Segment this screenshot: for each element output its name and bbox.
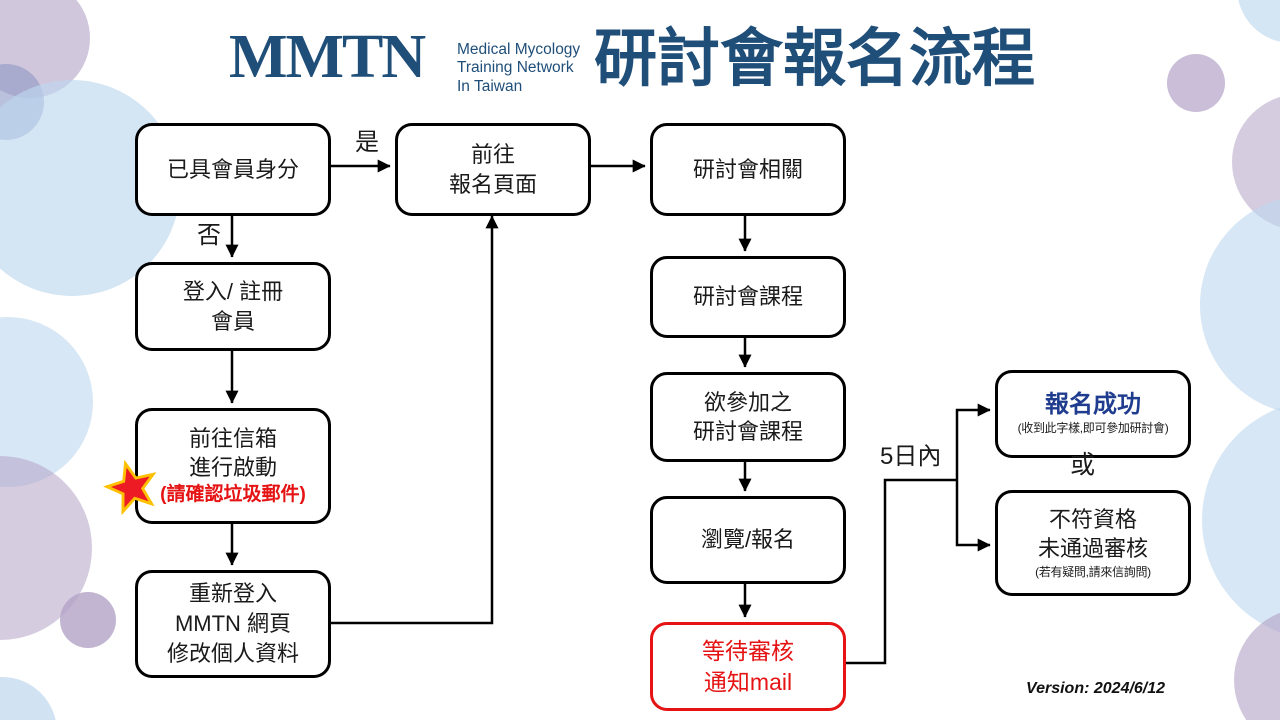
node-target-course: 欲參加之 研討會課程 — [650, 372, 846, 462]
edge-label-yes: 是 — [355, 129, 379, 156]
node-relogin-edit-profile: 重新登入 MMTN 網頁 修改個人資料 — [135, 570, 331, 678]
node-label: 前往信箱 — [188, 426, 277, 452]
mmtn-logo: MMTN — [229, 23, 426, 91]
edge-label-within-5-days: 5日內 — [880, 443, 942, 470]
node-label: 修改個人資料 — [166, 640, 299, 666]
node-label: 瀏覽/報名 — [700, 527, 796, 553]
node-login-register: 登入/ 註冊 會員 — [135, 262, 331, 351]
node-label: 重新登入 — [188, 581, 277, 607]
edge-relogin-to-regpage — [325, 215, 499, 625]
edge-wait-to-branch — [838, 478, 957, 665]
node-wait-review: 等待審核 通知mail — [650, 622, 846, 711]
logo-subtitle-line: Training Network — [457, 59, 574, 77]
node-label: 研討會課程 — [692, 284, 803, 310]
page-title: 研討會報名流程 — [594, 24, 1035, 94]
mmtn-logo-subtitle: Medical Mycology Training Network In Tai… — [457, 41, 580, 96]
spam-mail-warning: (請確認垃圾郵件) — [160, 484, 306, 506]
logo-subtitle-line: In Taiwan — [457, 77, 523, 95]
edge-label-or: 或 — [1070, 451, 1096, 479]
star-icon — [103, 459, 157, 516]
node-register-page: 前往 報名頁面 — [395, 123, 591, 216]
node-register-success: 報名成功 (收到此字樣,即可參加研討會) — [995, 370, 1191, 458]
node-browse-register: 瀏覽/報名 — [650, 496, 846, 584]
node-member-check: 已具會員身分 — [135, 123, 331, 216]
node-label: 前往 — [470, 142, 515, 168]
node-label: 未通過審核 — [1037, 536, 1148, 561]
node-seminar-course: 研討會課程 — [650, 256, 846, 338]
node-label: 欲參加之 — [703, 389, 792, 415]
reject-note: (若有疑問,請來信詢問) — [1035, 565, 1151, 580]
success-note: (收到此字樣,即可參加研討會) — [1017, 421, 1169, 436]
node-label: 研討會相關 — [692, 156, 803, 182]
node-not-qualified: 不符資格 未通過審核 (若有疑問,請來信詢問) — [995, 490, 1191, 596]
node-label: 登入/ 註冊 — [182, 279, 284, 305]
node-label: 報名頁面 — [448, 171, 537, 197]
edge-branch-to-rejected — [955, 480, 991, 552]
node-activate-mailbox: 前往信箱 進行啟動 (請確認垃圾郵件) — [135, 408, 331, 524]
node-label: 通知mail — [703, 668, 793, 695]
version-text: Version: 2024/6/12 — [1026, 680, 1166, 697]
node-seminar-related: 研討會相關 — [650, 123, 846, 216]
node-label: 進行啟動 — [188, 455, 277, 481]
success-title: 報名成功 — [1045, 390, 1141, 418]
node-label: 研討會課程 — [692, 419, 803, 444]
node-label: 等待審核 — [702, 638, 794, 665]
node-label: 已具會員身分 — [166, 156, 299, 182]
edge-label-no: 否 — [197, 222, 221, 249]
node-label: 不符資格 — [1048, 506, 1137, 532]
logo-subtitle-line: Medical Mycology — [457, 41, 581, 58]
edge-branch-to-success — [955, 403, 991, 480]
node-label: 會員 — [210, 308, 255, 334]
node-label: MMTN 網頁 — [174, 611, 292, 637]
